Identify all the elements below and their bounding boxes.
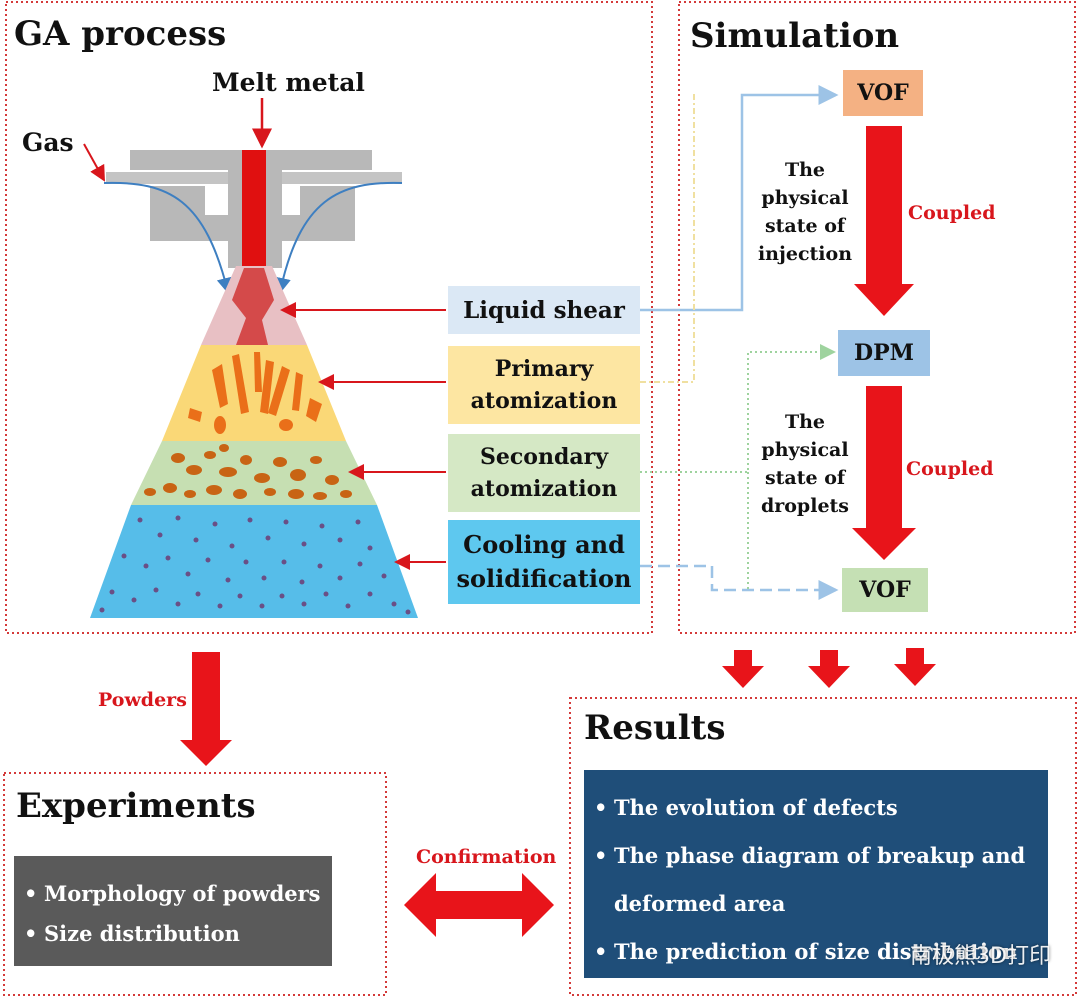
cooling-solidification-box: Cooling and solidification [448,520,640,604]
vof-bottom-box: VOF [842,568,928,612]
powders-label: Powders [98,689,187,711]
experiments-item: Size distribution [14,914,322,954]
simulation-frame [678,1,1076,634]
vof-top-box: VOF [843,70,923,116]
primary-fragments [188,352,322,434]
gas-flow-right [275,181,403,294]
ga-process-title: GA process [14,14,227,54]
coupled-arrow-2 [852,386,916,560]
solidified-powder-particles [99,515,411,615]
powders-arrow [180,652,232,766]
confirmation-arrow [404,873,554,937]
results-item: The evolution of defects [584,784,1038,832]
experiments-panel: Morphology of powders Size distribution [14,856,332,966]
droplet-state-note: The physical state of droplets [760,411,850,517]
melt-metal-label: Melt metal [212,68,365,97]
dpm-box: DPM [838,330,930,376]
coupled-label-1: Coupled [908,202,996,224]
connector-secondary-dpm [640,344,836,473]
cone-primary-zone [162,345,346,441]
results-item: The phase diagram of breakup and deforme… [584,832,1038,928]
connector-liquid-shear-vof [640,85,839,312]
results-arrow-1 [722,650,764,688]
experiments-frame [3,772,387,996]
cone-secondary-zone [131,441,377,505]
secondary-atomization-box: Secondary atomization [448,434,640,512]
primary-atomization-box: Primary atomization [448,346,640,424]
results-item: The prediction of size distribution [584,928,1038,976]
gas-pointer [83,143,105,182]
melt-stream [242,150,266,268]
gas-flow-left [103,181,233,294]
connector-cooling-vof [640,564,839,600]
watermark: 南极熊3D打印 [910,944,1051,969]
results-frame [569,697,1077,996]
gas-label: Gas [22,128,74,157]
secondary-droplets [144,444,352,500]
results-arrow-3 [894,648,936,686]
experiments-item: Morphology of powders [14,874,322,914]
injection-state-note: The physical state of injection [757,159,853,265]
results-panel: The evolution of defects The phase diagr… [584,770,1048,978]
results-title: Results [584,708,726,748]
connector-primary-vof [640,92,695,383]
ga-frame [5,1,653,634]
simulation-title: Simulation [690,16,900,56]
coupled-label-2: Coupled [906,458,994,480]
liquid-ligaments [232,268,274,345]
experiments-title: Experiments [16,786,256,826]
confirmation-label: Confirmation [416,846,557,868]
liquid-shear-box: Liquid shear [448,286,640,334]
coupled-arrow-1 [854,126,914,316]
results-arrow-2 [808,650,850,688]
cone-cooling-zone [90,505,418,618]
